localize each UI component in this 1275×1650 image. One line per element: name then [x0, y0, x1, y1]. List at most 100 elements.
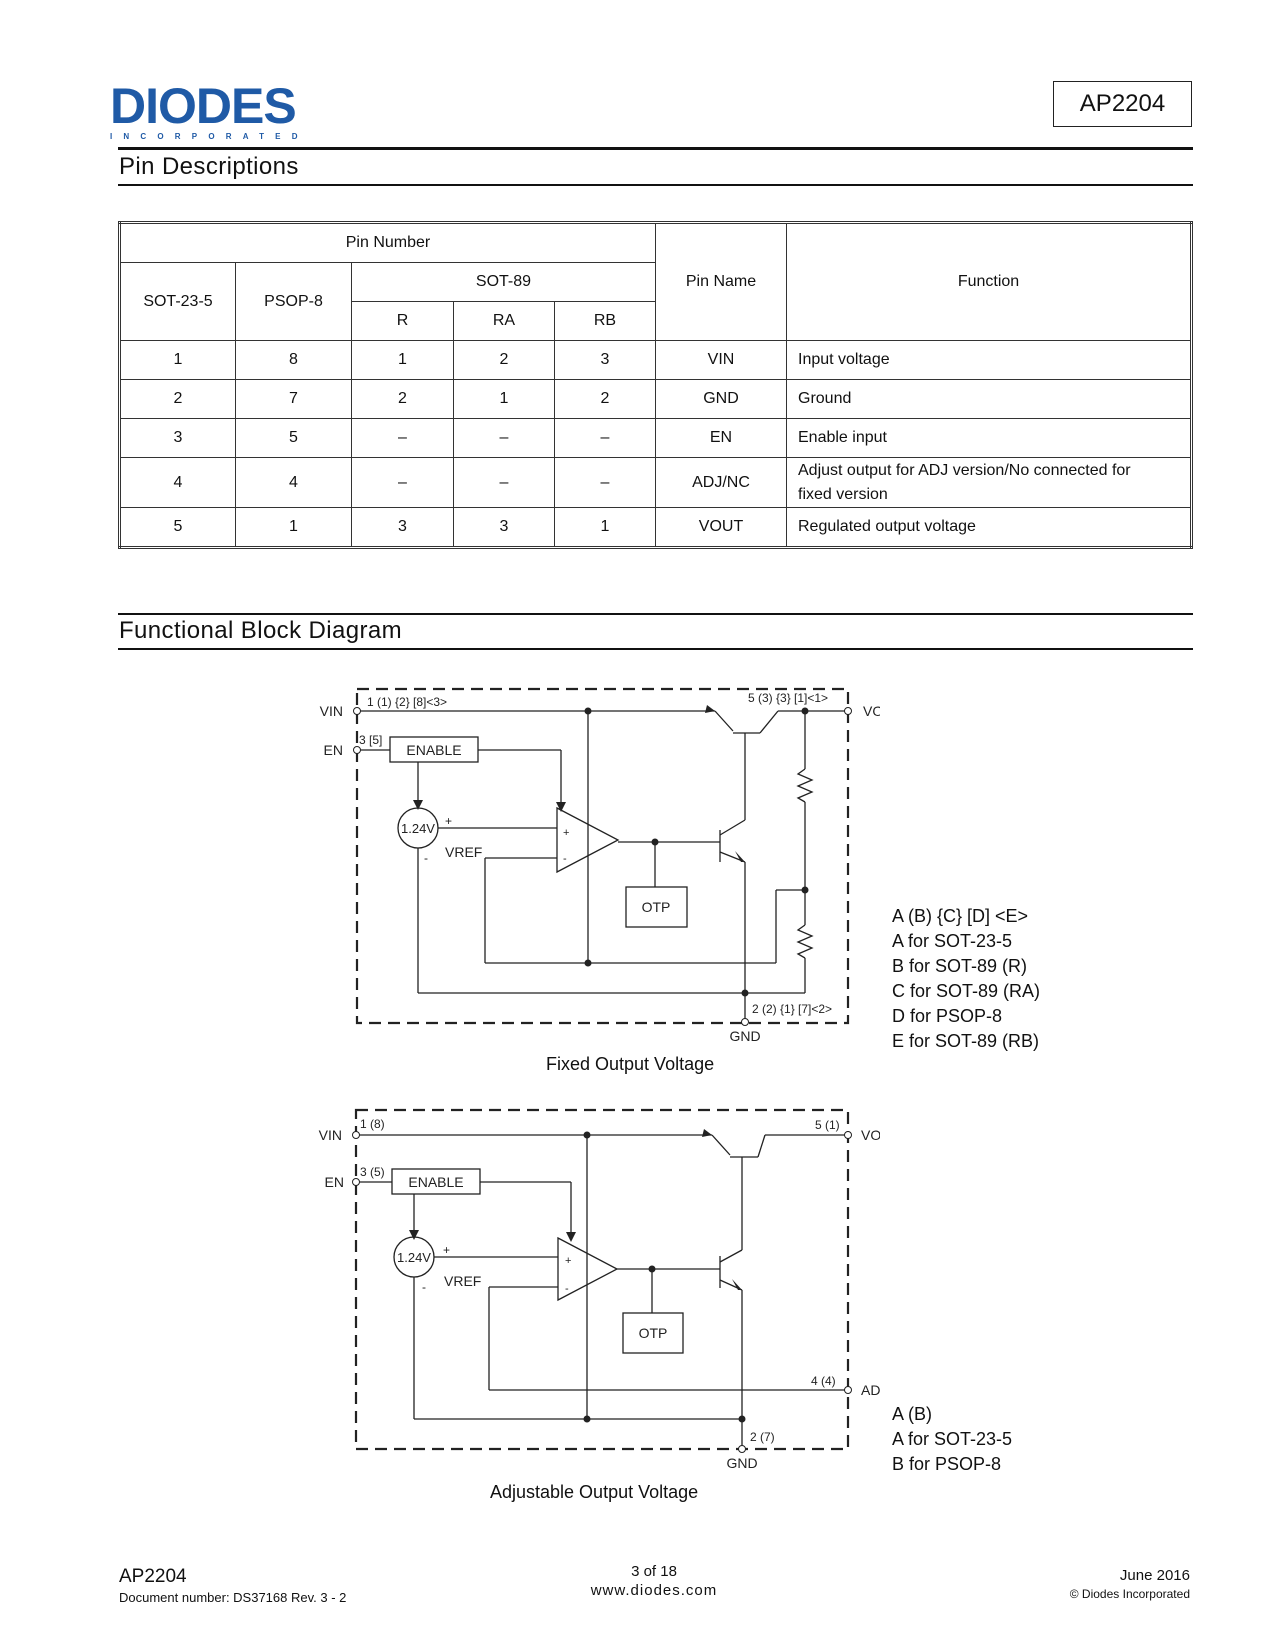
cell: 1 — [235, 507, 352, 548]
vref-label: VREF — [445, 844, 482, 860]
cell: – — [554, 418, 656, 458]
footer-copyright: © Diodes Incorporated — [1069, 1587, 1190, 1601]
cell: 2 — [453, 340, 555, 380]
fixed-output-diagram: VIN EN VOUT GND 1 (1) {2} [8]<3> 3 [5] 5… — [320, 687, 880, 1044]
ref-minus: - — [422, 1280, 426, 1294]
header-function: Function — [786, 222, 1192, 341]
otp-block: OTP — [639, 1325, 668, 1341]
cell: 5 — [119, 507, 236, 548]
table-row: 4 4 – – – ADJ/NC Adjust output for ADJ v… — [119, 457, 1192, 508]
legend-line: B for SOT-89 (R) — [892, 956, 1028, 976]
cell: EN — [655, 418, 787, 458]
vin-pins: 1 (8) — [360, 1117, 385, 1131]
cell: – — [351, 457, 454, 508]
header-rb: RB — [554, 301, 656, 341]
vin-label: VIN — [319, 1127, 342, 1143]
cell: – — [453, 418, 555, 458]
logo-wordmark: DIODES — [110, 78, 297, 134]
cell: VOUT — [655, 507, 787, 548]
vin-pins: 1 (1) {2} [8]<3> — [367, 695, 447, 709]
reference-voltage: 1.24V — [397, 1250, 431, 1265]
table-row: 1 8 1 2 3 VIN Input voltage — [119, 340, 1192, 380]
enable-block: ENABLE — [408, 1174, 463, 1190]
footer-page: 3 of 18 — [631, 1563, 677, 1580]
vout-pins: 5 (3) {3} [1]<1> — [748, 691, 828, 705]
ref-plus: + — [445, 814, 452, 828]
fixed-caption: Fixed Output Voltage — [546, 1054, 715, 1074]
adjustable-caption: Adjustable Output Voltage — [490, 1482, 699, 1502]
ref-plus: + — [443, 1243, 450, 1257]
cell: 1 — [554, 507, 656, 548]
reference-voltage: 1.24V — [401, 821, 435, 836]
header-rule — [118, 147, 1193, 150]
header-sot89: SOT-89 — [351, 262, 656, 302]
adj-label: ADJ — [861, 1382, 880, 1398]
cell: 8 — [235, 340, 352, 380]
cell: GND — [655, 379, 787, 419]
vout-pins: 5 (1) — [815, 1118, 840, 1132]
vin-label: VIN — [320, 703, 343, 719]
cell: Enable input — [786, 418, 1192, 458]
cell: Ground — [786, 379, 1192, 419]
en-pins: 3 [5] — [359, 733, 382, 747]
en-label: EN — [325, 1174, 344, 1190]
en-label: EN — [324, 742, 343, 758]
vout-label: VOUT — [861, 1127, 880, 1143]
legend-line: D for PSOP-8 — [892, 1006, 1003, 1026]
header-ra: RA — [453, 301, 555, 341]
footer-website: www.diodes.com — [590, 1582, 718, 1599]
table-row: 5 1 3 3 1 VOUT Regulated output voltage — [119, 507, 1192, 548]
opamp-minus: - — [563, 853, 567, 865]
cell: 5 — [235, 418, 352, 458]
cell: 1 — [453, 379, 555, 419]
cell: 4 — [119, 457, 236, 508]
cell: Input voltage — [786, 340, 1192, 380]
footer-document-number: Document number: DS37168 Rev. 3 - 2 — [119, 1590, 347, 1605]
en-pins: 3 (5) — [360, 1165, 385, 1179]
table-row: 2 7 2 1 2 GND Ground — [119, 379, 1192, 419]
otp-block: OTP — [642, 899, 671, 915]
opamp-minus: - — [565, 1283, 569, 1295]
footer-date: June 2016 — [1119, 1567, 1190, 1584]
diodes-logo: DIODES INCORPORATED — [110, 78, 335, 144]
gnd-pins: 2 (7) — [750, 1430, 775, 1444]
legend-line: B for PSOP-8 — [892, 1454, 1002, 1474]
legend-line: A (B) — [892, 1404, 933, 1424]
opamp-plus: + — [565, 1255, 571, 1267]
cell: 7 — [235, 379, 352, 419]
section-rule — [118, 648, 1193, 650]
enable-block: ENABLE — [406, 742, 461, 758]
part-number-box: AP2204 — [1053, 81, 1192, 127]
cell: 3 — [119, 418, 236, 458]
cell: 3 — [351, 507, 454, 548]
header-psop: PSOP-8 — [235, 262, 352, 341]
cell: 4 — [235, 457, 352, 508]
pin-descriptions-title: Pin Descriptions — [119, 153, 299, 180]
cell: Regulated output voltage — [786, 507, 1192, 548]
package-outline — [354, 1108, 850, 1451]
header-sot23: SOT-23-5 — [119, 262, 236, 341]
cell: – — [453, 457, 555, 508]
legend-line: A for SOT-23-5 — [892, 931, 1013, 951]
cell: 1 — [351, 340, 454, 380]
gnd-label: GND — [729, 1028, 760, 1044]
header-pin-name: Pin Name — [655, 222, 787, 341]
gnd-pins: 2 (2) {1} [7]<2> — [752, 1002, 832, 1016]
vref-label: VREF — [444, 1273, 481, 1289]
legend-line: A for SOT-23-5 — [892, 1429, 1013, 1449]
legend-line: A (B) {C} [D] <E> — [892, 906, 1029, 926]
fixed-legend: A (B) {C} [D] <E> A for SOT-23-5 B for S… — [892, 904, 1040, 1054]
header-r: R — [351, 301, 454, 341]
cell: 2 — [351, 379, 454, 419]
legend-line: C for SOT-89 (RA) — [892, 981, 1041, 1001]
legend-line: E for SOT-89 (RB) — [892, 1031, 1040, 1051]
package-outline — [355, 687, 850, 1025]
block-diagram-title: Functional Block Diagram — [119, 617, 403, 644]
header-pin-number: Pin Number — [119, 222, 656, 263]
table-row: 3 5 – – – EN Enable input — [119, 418, 1192, 458]
cell: – — [554, 457, 656, 508]
gnd-label: GND — [726, 1455, 757, 1471]
cell: Adjust output for ADJ version/No connect… — [786, 457, 1192, 508]
ref-minus: - — [424, 851, 428, 865]
adjustable-legend: A (B) A for SOT-23-5 B for PSOP-8 — [892, 1402, 1012, 1477]
